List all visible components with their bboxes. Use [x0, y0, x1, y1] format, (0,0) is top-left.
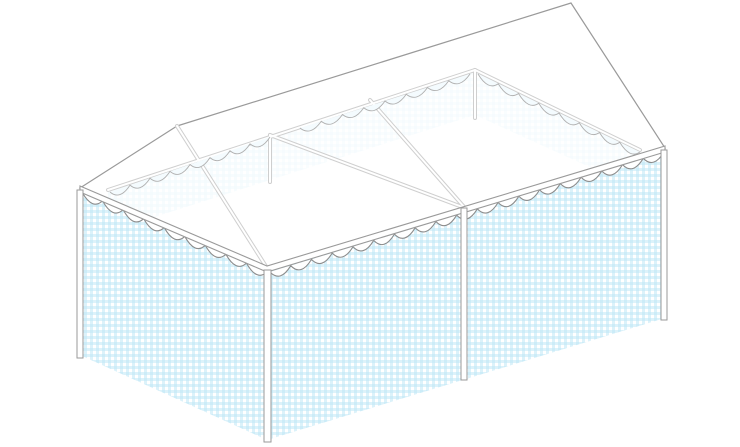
valance-back-right-fill [300, 74, 470, 132]
pole-corner [263, 269, 272, 443]
pole-middle [460, 207, 468, 381]
pole-left [76, 189, 84, 359]
valance-end [81, 191, 268, 276]
valance-back-left-fill [110, 137, 270, 196]
poles [76, 149, 668, 443]
inner-frame-fill [107, 69, 641, 269]
valance-back-left [109, 136, 271, 196]
pole-right [660, 149, 668, 321]
valance-back-far-fill [478, 74, 640, 155]
valance-back-right [299, 73, 471, 132]
valance-back-far [477, 73, 641, 155]
